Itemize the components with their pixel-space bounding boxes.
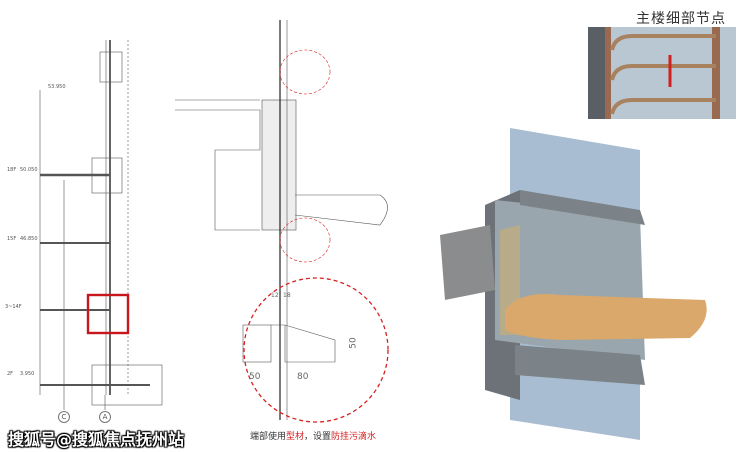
3d-render bbox=[440, 128, 707, 440]
level-floor: 3~14F bbox=[5, 304, 22, 310]
level-floor: 15F bbox=[7, 236, 17, 242]
level-elev: 50.050 bbox=[20, 167, 38, 173]
dim-label: 18 bbox=[283, 292, 291, 299]
dim-label: 12 bbox=[271, 292, 279, 299]
caption-highlight: 型材 bbox=[286, 432, 305, 442]
axis-marker: A bbox=[99, 411, 111, 423]
caption-text: 端部使用 bbox=[250, 432, 287, 442]
caption-highlight: 防挂污滴水 bbox=[331, 432, 377, 442]
level-elev: 46.850 bbox=[20, 236, 38, 242]
level-elev: 3.950 bbox=[20, 371, 35, 377]
level-floor: 18F bbox=[7, 167, 17, 173]
level-floor: 2F bbox=[7, 371, 14, 377]
dim-label: 50 bbox=[348, 337, 359, 349]
caption-text: ，设置 bbox=[304, 432, 332, 442]
detail-caption: 端部使用型材，设置防挂污滴水 bbox=[250, 429, 376, 442]
level-elev: 53.950 bbox=[48, 84, 66, 90]
section-title: 主楼细部节点 bbox=[636, 11, 726, 27]
dim-label: 50 bbox=[249, 372, 261, 382]
watermark: 搜狐号@搜狐焦点抚州站 bbox=[8, 430, 185, 449]
node-detail bbox=[175, 20, 389, 423]
building-photo bbox=[588, 27, 736, 119]
wall-section bbox=[39, 40, 163, 410]
axis-marker: C bbox=[58, 411, 70, 423]
dim-label: 80 bbox=[297, 372, 309, 382]
